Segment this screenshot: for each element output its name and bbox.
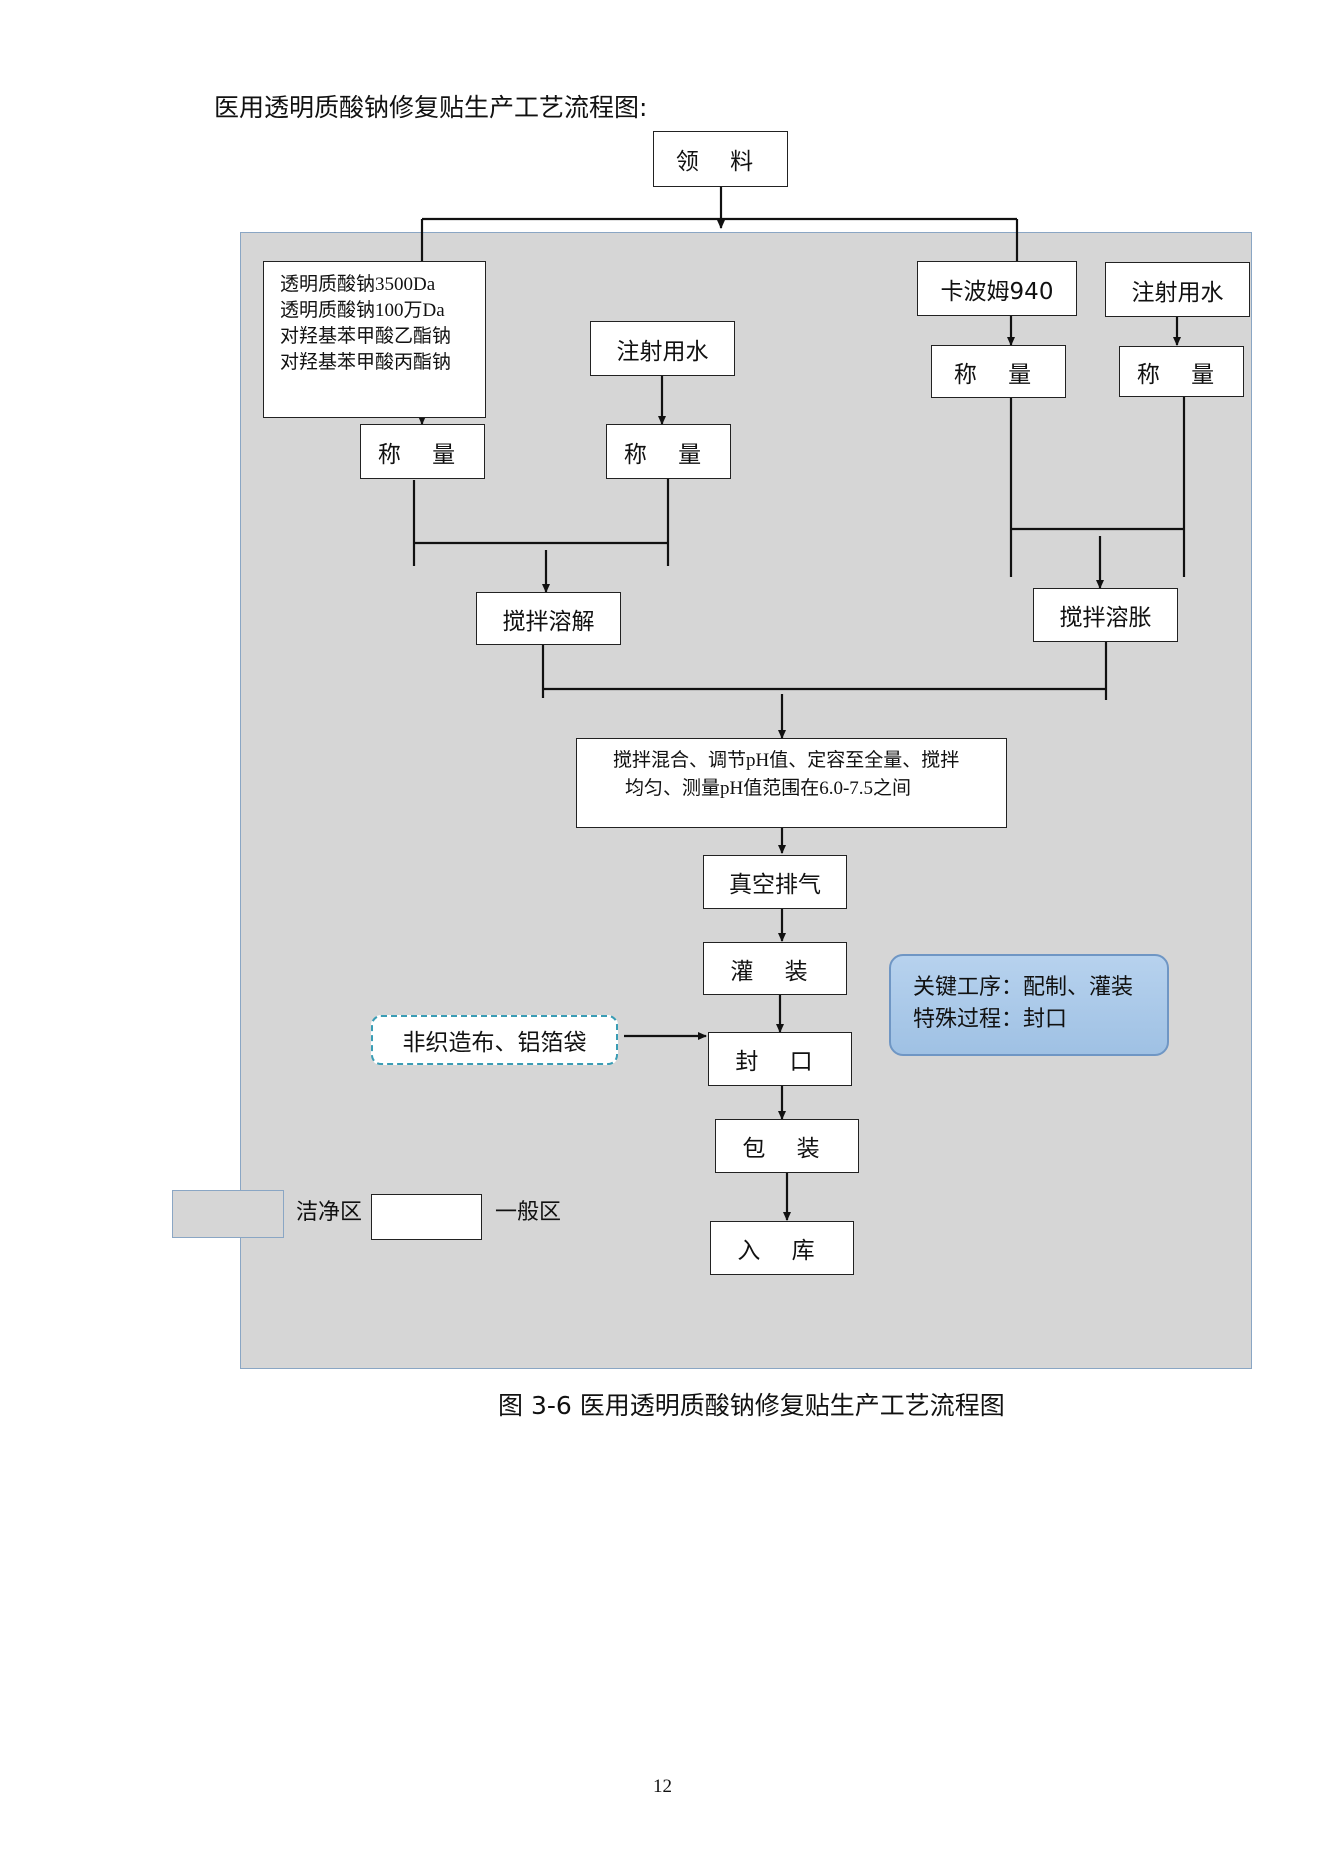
note-key-process: 关键工序：配制、灌装 (913, 975, 1134, 1000)
node-weigh-2: 称 量 (606, 424, 731, 479)
figure-caption: 图 3-6 医用透明质酸钠修复贴生产工艺流程图 (498, 1391, 1005, 1420)
legend-general-label: 一般区 (495, 1199, 562, 1224)
note-special-process: 特殊过程：封口 (913, 1007, 1068, 1032)
mix-line: 均匀、测量pH值范围在6.0-7.5之间 (625, 778, 912, 799)
page-heading: 医用透明质酸钠修复贴生产工艺流程图: (214, 93, 648, 122)
raw-material-line: 透明质酸钠3500Da (280, 274, 436, 295)
node-lingliao: 领 料 (653, 131, 788, 187)
raw-material-line: 对羟基苯甲酸乙酯钠 (280, 326, 452, 347)
legend-clean-label: 洁净区 (296, 1199, 363, 1224)
node-storage: 入 库 (710, 1221, 854, 1275)
node-carbomer: 卡波姆940 (917, 261, 1077, 316)
node-sealing: 封 口 (708, 1032, 852, 1086)
node-weigh-1: 称 量 (360, 424, 485, 479)
legend-clean-swatch (172, 1190, 284, 1238)
node-mix-adjust: 搅拌混合、调节pH值、定容至全量、搅拌 均匀、测量pH值范围在6.0-7.5之间 (576, 738, 1007, 828)
node-weigh-3: 称 量 (931, 345, 1066, 398)
raw-material-line: 透明质酸钠100万Da (280, 300, 445, 321)
node-packaging-material: 非织造布、铝箔袋 (371, 1015, 618, 1065)
raw-material-line: 对羟基苯甲酸丙酯钠 (280, 352, 452, 373)
node-water-right: 注射用水 (1105, 262, 1250, 317)
mix-line: 搅拌混合、调节pH值、定容至全量、搅拌 (613, 750, 960, 771)
node-water-left: 注射用水 (590, 321, 735, 376)
node-vacuum: 真空排气 (703, 855, 847, 909)
node-filling: 灌 装 (703, 942, 847, 995)
legend-general-swatch (371, 1194, 482, 1240)
process-note: 关键工序：配制、灌装 特殊过程：封口 (889, 954, 1169, 1056)
node-raw-materials: 透明质酸钠3500Da 透明质酸钠100万Da 对羟基苯甲酸乙酯钠 对羟基苯甲酸… (263, 261, 486, 418)
node-packaging: 包 装 (715, 1119, 859, 1173)
page-number: 12 (653, 1776, 672, 1797)
node-stir-dissolve: 搅拌溶解 (476, 592, 621, 645)
node-stir-swell: 搅拌溶胀 (1033, 588, 1178, 642)
node-weigh-4: 称 量 (1119, 346, 1244, 397)
